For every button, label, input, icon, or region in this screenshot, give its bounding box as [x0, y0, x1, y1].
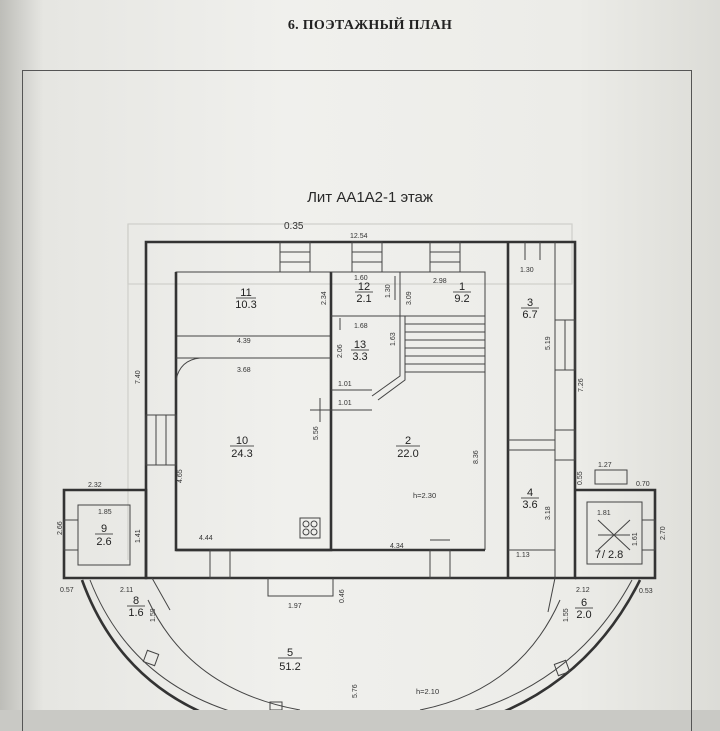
- room-12-id: 12: [358, 281, 370, 293]
- terrace-inner-arc: [89, 579, 633, 710]
- dim-439: 4.39: [237, 338, 251, 345]
- dim-185: 1.85: [98, 509, 112, 516]
- dim-234: 2.34: [321, 291, 328, 305]
- room-4-wall: [508, 439, 555, 451]
- room-13-id: 13: [354, 339, 366, 351]
- floor-plan: 11 10.3 12 2.1 1 9.2 3 6.7 13 3.3 10 24.…: [57, 221, 667, 710]
- room-1-id: 1: [459, 281, 465, 293]
- dim-197: 1.97: [288, 603, 302, 610]
- dim-057: 0.57: [60, 587, 74, 594]
- dim-181: 1.81: [597, 510, 611, 517]
- dim-155: 1.55: [563, 608, 570, 622]
- terrace-arc-right: [419, 599, 561, 710]
- dim-212: 2.12: [576, 587, 590, 594]
- dim-053: 0.53: [639, 588, 653, 595]
- terrace-outer-arc: [80, 579, 642, 710]
- dim-434: 4.34: [390, 543, 404, 550]
- dim-318: 3.18: [545, 506, 552, 520]
- dim-368: 3.68: [237, 367, 251, 374]
- dim-232: 2.32: [88, 482, 102, 489]
- dim-161: 1.61: [632, 532, 639, 546]
- terrace-arc-left: [147, 599, 301, 710]
- dim-130b: 1.30: [385, 284, 392, 298]
- room-7-sep: /: [602, 549, 606, 561]
- plan-title: Лит АА1А2-1 этаж: [307, 189, 433, 206]
- column-left: [142, 649, 160, 667]
- room-2-area: 22.0: [397, 448, 418, 460]
- room-9-id: 9: [101, 523, 107, 535]
- dim-309: 3.09: [406, 291, 413, 305]
- document-title: 6. ПОЭТАЖНЫЙ ПЛАН: [287, 18, 453, 33]
- dim-266: 2.66: [57, 521, 64, 535]
- room-10-id: 10: [236, 435, 248, 447]
- dim-113: 1.13: [516, 552, 530, 559]
- room-7-id: 7: [595, 549, 601, 561]
- column-right: [553, 659, 571, 677]
- room-13-area: 3.3: [352, 351, 367, 363]
- dim-740: 7.40: [135, 370, 142, 384]
- room-7-area: 2.8: [608, 549, 623, 561]
- room-3-area: 6.7: [522, 309, 537, 321]
- dim-726: 7.26: [578, 378, 585, 392]
- room-9-area: 2.6: [96, 536, 111, 548]
- dim-465: 4.65: [177, 469, 184, 483]
- dim-519: 5.19: [545, 336, 552, 350]
- room-1-outline: [331, 271, 486, 550]
- room-8-id: 8: [133, 595, 139, 607]
- dim-035: 0.35: [284, 221, 304, 232]
- height-room2: h=2.30: [413, 491, 436, 500]
- dim-160: 1.60: [354, 275, 368, 282]
- room-4-id: 4: [527, 487, 533, 499]
- dim-070: 0.70: [636, 481, 650, 488]
- dim-1254: 12.54: [350, 233, 368, 240]
- dim-141: 1.41: [135, 529, 142, 543]
- room-7-step: [594, 469, 628, 485]
- dim-270: 2.70: [660, 526, 667, 540]
- dim-130: 1.30: [520, 267, 534, 274]
- terrace-div-left: [151, 577, 171, 611]
- dim-127: 1.27: [598, 462, 612, 469]
- room-11-id: 11: [240, 287, 251, 299]
- room-5-area: 51.2: [279, 661, 300, 673]
- dim-046: 0.46: [339, 589, 346, 603]
- dim-576: 5.76: [352, 684, 359, 698]
- staircase: [371, 315, 485, 401]
- dimension-labels: 0.35 12.54 1.30 1.60 2.98 2.34 1.30 3.09…: [57, 221, 667, 698]
- room-labels: 11 10.3 12 2.1 1 9.2 3 6.7 13 3.3 10 24.…: [95, 281, 623, 673]
- dim-556: 5.56: [313, 426, 320, 440]
- dim-298: 2.98: [433, 278, 447, 285]
- room-1-area: 9.2: [454, 293, 469, 305]
- dim-211: 2.11: [120, 587, 133, 594]
- room-8-area: 1.6: [128, 607, 143, 619]
- door-marks: [310, 242, 541, 541]
- inner-wall-left: [174, 272, 333, 552]
- height-room5: h=2.10: [416, 687, 439, 696]
- room-6-id: 6: [581, 597, 587, 609]
- room-2-id: 2: [405, 435, 411, 447]
- dim-159: 1.59: [150, 608, 157, 622]
- terrace-div-right: [547, 577, 556, 613]
- dim-163: 1.63: [390, 332, 397, 346]
- dim-168: 1.68: [354, 323, 368, 330]
- boiler-symbol: [597, 519, 631, 551]
- room-5-id: 5: [287, 647, 293, 659]
- room-11-area: 10.3: [235, 299, 256, 311]
- dim-836: 8.36: [473, 450, 480, 464]
- dim-101b: 1.01: [338, 400, 352, 407]
- dim-101a: 1.01: [338, 381, 352, 388]
- page-frame: [22, 70, 692, 731]
- windows: [63, 241, 656, 579]
- dim-206: 2.06: [337, 344, 344, 358]
- dim-055: 0.55: [577, 471, 584, 485]
- dim-444: 4.44: [199, 535, 213, 542]
- room-4-area: 3.6: [522, 499, 537, 511]
- room-3-id: 3: [527, 297, 533, 309]
- porch-step: [267, 578, 334, 597]
- column-center: [269, 701, 283, 710]
- room-6-area: 2.0: [576, 609, 591, 621]
- room-12-area: 2.1: [356, 293, 371, 305]
- room-10-area: 24.3: [231, 448, 252, 460]
- stove-icon: [299, 517, 321, 539]
